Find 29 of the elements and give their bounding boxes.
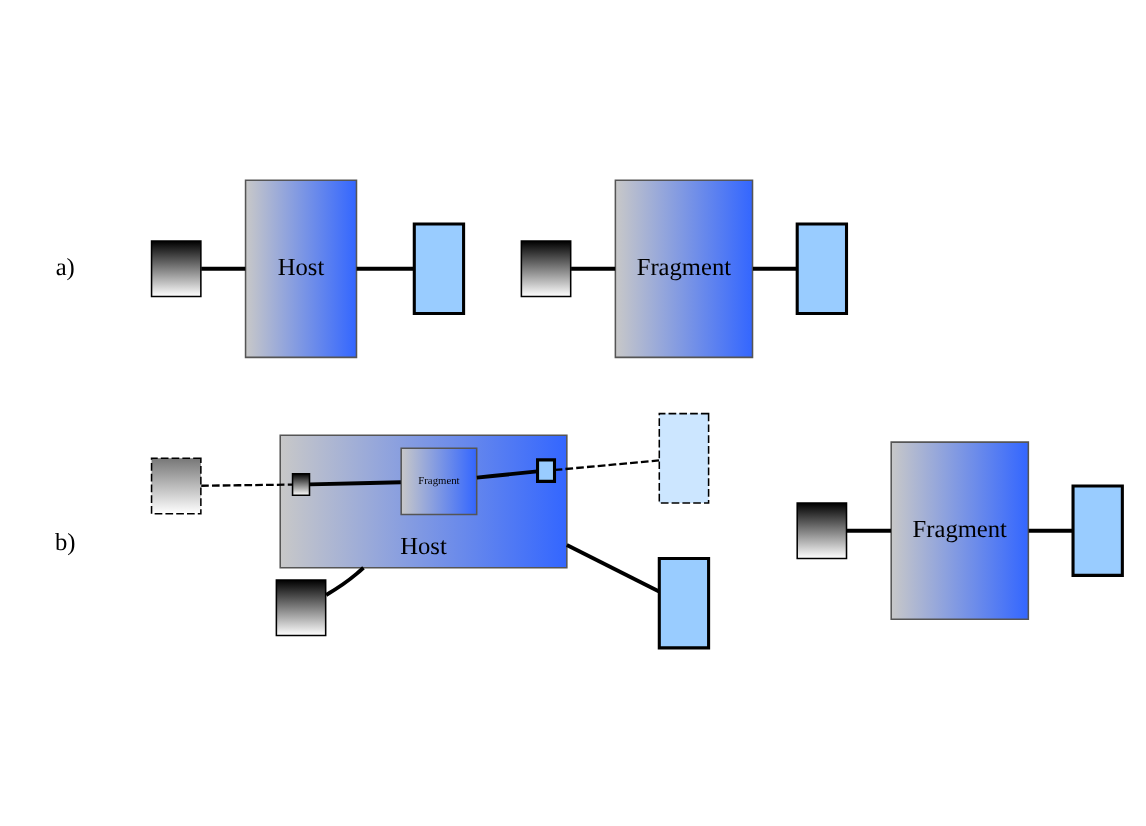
node-bracket [658, 411, 710, 503]
label: a) [55, 251, 75, 280]
node-box: Host [244, 178, 358, 358]
node-bracket [657, 555, 711, 649]
node-box: Fragment [890, 440, 1030, 620]
node-bracket [1071, 483, 1124, 576]
connector [565, 542, 660, 593]
node-box: Fragment [614, 178, 754, 358]
node-box [150, 456, 202, 514]
label: b) [55, 527, 76, 556]
node-box [150, 239, 202, 297]
connector [201, 265, 246, 270]
node-box [291, 471, 311, 496]
connector [1028, 527, 1073, 532]
connector [476, 468, 538, 479]
node-bracket [795, 221, 849, 314]
node-bracket [412, 221, 466, 314]
connector [309, 479, 401, 486]
node-box [275, 578, 327, 636]
node-box [520, 239, 572, 297]
connector [846, 527, 891, 532]
connector [325, 565, 365, 596]
connector [201, 482, 293, 486]
node-box [796, 501, 848, 559]
connector [752, 265, 797, 270]
connector [554, 458, 660, 471]
node-bracket [536, 457, 557, 482]
connector [571, 265, 616, 270]
connector [356, 265, 414, 270]
